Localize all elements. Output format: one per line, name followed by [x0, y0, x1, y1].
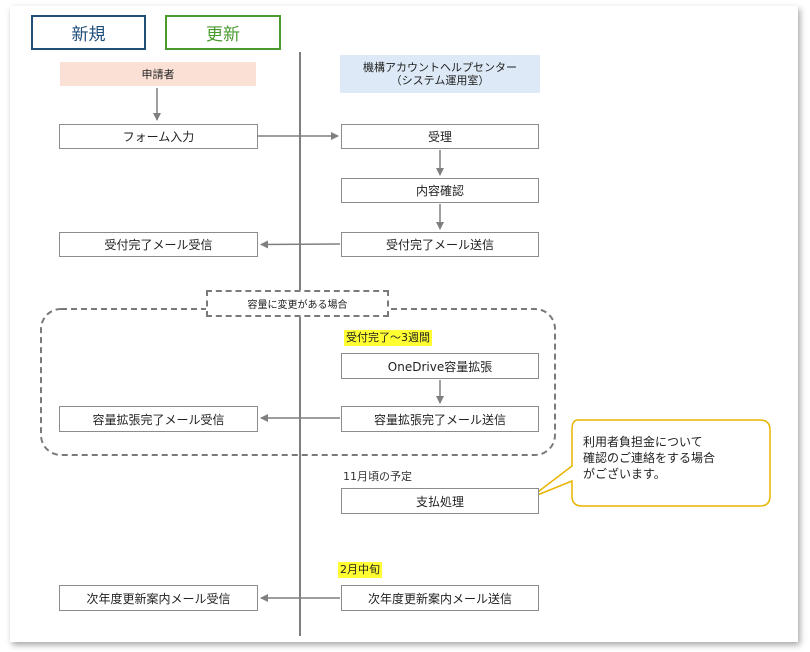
diagram-sheet — [10, 6, 798, 642]
payment-timing-text: 11月頃の予定 — [343, 470, 412, 483]
capacity-timing-note: 受付完了～3週間 — [344, 330, 432, 346]
step-renewal-mail-receive: 次年度更新案内メール受信 — [59, 585, 258, 611]
step-payment: 支払処理 — [341, 488, 539, 514]
step-onedrive-expand-label: OneDrive容量拡張 — [387, 359, 493, 374]
lane-applicant: 申請者 — [60, 62, 256, 86]
step-form-input: フォーム入力 — [59, 124, 258, 149]
callout-text: 利用者負担金について 確認のご連絡をする場合 がございます。 — [583, 435, 716, 481]
step-renewal-mail-receive-label: 次年度更新案内メール受信 — [86, 591, 231, 606]
step-renewal-mail-send: 次年度更新案内メール送信 — [341, 585, 539, 611]
renewal-timing-text: 2月中旬 — [340, 563, 380, 576]
tab-renew-label: 更新 — [206, 25, 240, 45]
step-receipt-label: 受理 — [427, 130, 452, 144]
step-form-input-label: フォーム入力 — [122, 130, 195, 144]
capacity-condition-label: 容量に変更がある場合 — [206, 290, 389, 317]
lane-helpcenter-line2: （システム運用室） — [390, 74, 490, 87]
lane-helpcenter-line1: 機構アカウントヘルプセンター — [363, 61, 517, 74]
step-onedrive-expand: OneDrive容量拡張 — [341, 353, 539, 379]
capacity-condition-text: 容量に変更がある場合 — [247, 300, 348, 311]
callout-bubble — [529, 419, 771, 507]
step-payment-label: 支払処理 — [415, 494, 464, 509]
step-renewal-mail-send-label: 次年度更新案内メール送信 — [367, 591, 512, 606]
renewal-timing-note: 2月中旬 — [338, 562, 382, 578]
tab-renew[interactable]: 更新 — [165, 15, 281, 50]
step-expand-mail-receive: 容量拡張完了メール受信 — [59, 406, 258, 432]
capacity-region — [40, 308, 556, 456]
tab-new[interactable]: 新規 — [31, 15, 146, 50]
step-receipt: 受理 — [341, 124, 539, 149]
step-expand-mail-send-label: 容量拡張完了メール送信 — [373, 412, 506, 427]
lane-helpcenter: 機構アカウントヘルプセンター （システム運用室） — [340, 55, 540, 93]
step-accept-mail-receive: 受付完了メール受信 — [59, 232, 258, 257]
step-expand-mail-receive-label: 容量拡張完了メール受信 — [92, 412, 225, 427]
capacity-timing-text: 受付完了～3週間 — [346, 331, 430, 344]
step-accept-mail-send: 受付完了メール送信 — [341, 232, 539, 257]
step-accept-mail-send-label: 受付完了メール送信 — [385, 238, 494, 252]
step-expand-mail-send: 容量拡張完了メール送信 — [341, 406, 539, 432]
arrow-accept-mail — [260, 240, 341, 249]
tab-new-label: 新規 — [71, 25, 106, 45]
step-accept-mail-receive-label: 受付完了メール受信 — [104, 238, 213, 252]
step-content-check: 内容確認 — [341, 178, 539, 203]
step-content-check-label: 内容確認 — [415, 184, 464, 198]
lane-applicant-label: 申請者 — [141, 68, 175, 81]
payment-timing-note: 11月頃の予定 — [343, 468, 412, 484]
